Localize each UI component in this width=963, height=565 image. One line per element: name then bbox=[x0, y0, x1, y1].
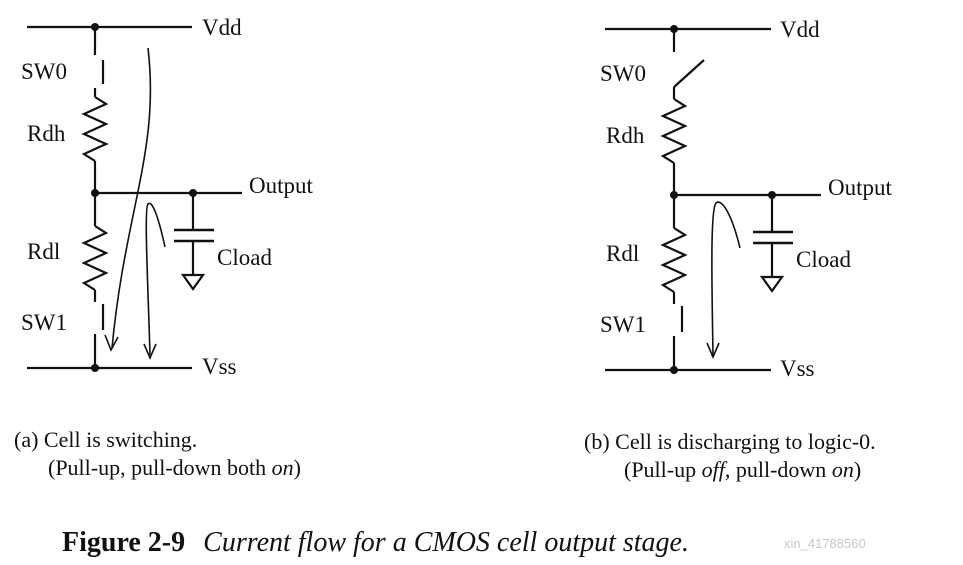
vss-label-b: Vss bbox=[780, 356, 815, 381]
rdl-resistor bbox=[81, 225, 109, 291]
caption-b-line2-pre: (Pull-up bbox=[624, 457, 702, 482]
sw1-label-a: SW1 bbox=[21, 310, 67, 335]
sw1-label-b: SW1 bbox=[600, 312, 646, 337]
figure-title: Current flow for a CMOS cell output stag… bbox=[203, 527, 689, 558]
caption-a: (a) Cell is switching. (Pull-up, pull-do… bbox=[14, 426, 301, 482]
figure-caption: Figure 2-9 Current flow for a CMOS cell o… bbox=[62, 527, 689, 559]
current-arrow-cap-head bbox=[143, 343, 157, 361]
watermark: xin_41788560 bbox=[784, 536, 866, 551]
rdl-label-a: Rdl bbox=[27, 239, 60, 264]
circuit-a bbox=[27, 23, 242, 372]
vss-node bbox=[91, 364, 99, 372]
caption-a-line2-pre: (Pull-up, pull-down both bbox=[48, 455, 272, 480]
caption-b: (b) Cell is discharging to logic-0. (Pul… bbox=[584, 428, 876, 484]
output-node-left bbox=[91, 189, 99, 197]
rdh-label-b: Rdh bbox=[606, 123, 645, 148]
sw0-open bbox=[673, 59, 705, 88]
current-arrow-cap-head bbox=[706, 342, 720, 360]
output-label-b: Output bbox=[828, 175, 893, 200]
sw0-label-a: SW0 bbox=[21, 59, 67, 84]
vss-node bbox=[670, 366, 678, 374]
current-arrow-cap bbox=[145, 202, 166, 356]
caption-b-line2-em1: off bbox=[701, 457, 725, 482]
output-label-a: Output bbox=[249, 173, 314, 198]
vdd-label-a: Vdd bbox=[202, 15, 242, 40]
vdd-label-b: Vdd bbox=[780, 17, 820, 42]
current-arrow-long bbox=[111, 47, 152, 349]
caption-a-line2-post: ) bbox=[293, 455, 301, 480]
ground-symbol bbox=[759, 275, 785, 293]
vss-label-a: Vss bbox=[202, 354, 237, 379]
rdh-resistor bbox=[660, 98, 688, 164]
caption-b-line2-em2: on bbox=[831, 457, 854, 482]
current-arrow-cap bbox=[711, 201, 741, 356]
rdh-label-a: Rdh bbox=[27, 121, 66, 146]
caption-b-line2-mid: , pull-down bbox=[724, 457, 832, 482]
cload-label-b: Cload bbox=[796, 247, 851, 272]
caption-b-line2: (Pull-up off, pull-down on) bbox=[584, 456, 876, 484]
caption-a-line2-em: on bbox=[271, 455, 294, 480]
caption-a-line1: (a) Cell is switching. bbox=[14, 427, 198, 452]
rdl-resistor bbox=[660, 227, 688, 293]
caption-b-line1: (b) Cell is discharging to logic-0. bbox=[584, 429, 876, 454]
sw0-label-b: SW0 bbox=[600, 61, 646, 86]
ground-symbol bbox=[180, 273, 206, 291]
rdl-label-b: Rdl bbox=[606, 241, 639, 266]
cload-label-a: Cload bbox=[217, 245, 272, 270]
figure-number: Figure 2-9 bbox=[62, 527, 186, 558]
current-arrow-long-head bbox=[104, 334, 119, 352]
output-node-left bbox=[670, 191, 678, 199]
circuit-b bbox=[605, 25, 821, 374]
caption-a-line2: (Pull-up, pull-down both on) bbox=[14, 454, 301, 482]
caption-b-line2-post: ) bbox=[853, 457, 862, 482]
rdh-resistor bbox=[81, 96, 109, 162]
